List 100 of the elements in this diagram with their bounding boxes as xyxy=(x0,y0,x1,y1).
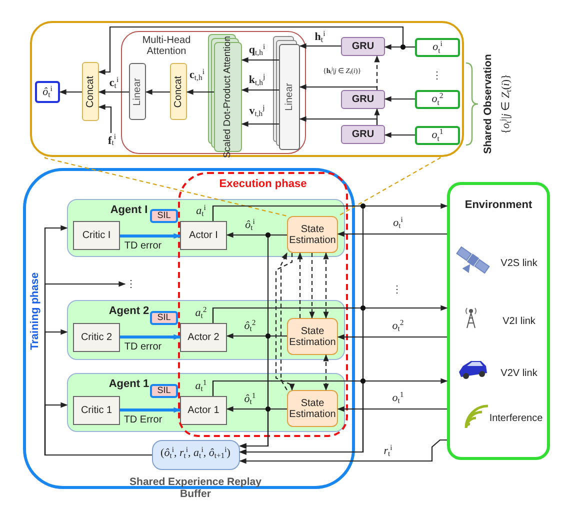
estimation-block xyxy=(287,390,338,427)
panel-title: Environment xyxy=(464,199,534,212)
region-title: Training phase xyxy=(29,271,42,352)
arrow xyxy=(299,43,341,49)
block-label: SIL xyxy=(157,313,171,323)
dashed-arrow xyxy=(275,253,295,391)
dashed-arrow xyxy=(374,55,380,90)
arrow xyxy=(98,26,415,75)
estimation-block xyxy=(287,216,338,253)
agent-panel xyxy=(67,199,345,257)
arrow xyxy=(374,108,380,125)
block-label: GRU xyxy=(352,41,374,52)
gru-block xyxy=(341,37,385,56)
arrow xyxy=(145,89,170,95)
dashed-arrow xyxy=(323,354,329,391)
gru-block xyxy=(341,125,385,144)
sil-tag xyxy=(150,209,178,223)
agent-panel xyxy=(67,373,345,432)
agent-title: Agent I xyxy=(109,204,149,216)
arrow xyxy=(120,334,181,340)
gru-block xyxy=(341,90,385,109)
block-label: SIL xyxy=(157,211,171,221)
block-label: State Estimation xyxy=(288,224,337,246)
arrow xyxy=(337,231,447,237)
block-label: State Estimation xyxy=(288,326,337,348)
observation-box xyxy=(415,126,460,145)
arrow xyxy=(186,89,214,95)
ellipsis: ⋮ xyxy=(432,70,442,82)
sil-tag xyxy=(150,311,178,325)
block-label: Critic 2 xyxy=(80,332,112,343)
arrow xyxy=(337,406,447,412)
arrow xyxy=(44,402,152,456)
observation-box xyxy=(415,38,460,57)
symbol-label: ⋮ xyxy=(125,274,137,294)
zoom-guide-line xyxy=(44,156,288,217)
block-label: GRU xyxy=(352,94,374,105)
block-label: SIL xyxy=(157,386,171,396)
region-title: Multi-Head Attention xyxy=(141,35,192,57)
estimation-block xyxy=(287,318,338,355)
block-label: Concat xyxy=(85,76,96,108)
block-label: State Estimation xyxy=(288,398,337,420)
zoom-guide-line xyxy=(338,156,441,216)
sil-tag xyxy=(150,384,178,398)
buffer-title: Shared Experience Replay Buffer xyxy=(128,477,262,500)
arrow xyxy=(239,439,447,464)
side-label: Shared Observation xyxy=(483,54,495,154)
ellipsis: ⋮ xyxy=(392,284,402,296)
arrow xyxy=(384,132,415,138)
block-label: GRU xyxy=(352,129,374,140)
link-label: Interference xyxy=(488,413,544,424)
arrow xyxy=(241,87,279,93)
arrow xyxy=(241,121,279,127)
agent-title: Agent 2 xyxy=(108,305,150,318)
block-label: Linear xyxy=(132,78,143,106)
edge-label: TD Error xyxy=(122,414,164,426)
network-block xyxy=(180,221,227,250)
block-label: Critic 1 xyxy=(80,405,112,416)
concat-block xyxy=(82,62,99,121)
network-block xyxy=(180,323,227,352)
observation-box xyxy=(415,90,460,109)
edge-label: TD error xyxy=(123,342,163,352)
block-label: Concat xyxy=(173,76,184,108)
block-label: Actor 1 xyxy=(188,405,220,416)
dashed-arrow xyxy=(309,253,315,319)
dashed-arrow xyxy=(297,252,303,318)
block-label: Critic I xyxy=(82,230,111,241)
arrow xyxy=(212,380,364,455)
agent-title: Agent 1 xyxy=(108,378,150,390)
arrow xyxy=(120,233,181,239)
environment-panel xyxy=(447,182,550,460)
arrow xyxy=(98,89,129,95)
arrow xyxy=(98,104,112,133)
arrow xyxy=(337,334,447,340)
block-label: Scaled Dot-Product Attention xyxy=(222,36,234,158)
dashed-arrow xyxy=(323,252,329,319)
network-block xyxy=(73,221,120,250)
buffer-content: (ô$_{t}$$^{i}$, r$_{t}$$^{i}$, a$_{t}$$^{i}$, ô$_{t+1}$$^{i}$) xyxy=(160,447,232,460)
edge-label: TD error xyxy=(123,240,163,252)
block-label: Actor I xyxy=(189,230,218,241)
concat-block xyxy=(170,63,187,120)
arrow xyxy=(299,84,378,90)
link-label: V2S link xyxy=(500,258,538,269)
network-block xyxy=(180,396,227,425)
block-label: Linear xyxy=(284,83,295,111)
arrow xyxy=(384,96,415,102)
output-box xyxy=(35,81,60,103)
network-block xyxy=(73,323,120,352)
linear-layer xyxy=(129,63,146,120)
link-label: V2I link xyxy=(502,316,536,327)
arrow xyxy=(120,407,181,413)
dashed-arrow xyxy=(280,252,288,390)
region-title: Execution phase xyxy=(219,178,307,190)
link-label: V2V link xyxy=(500,368,538,379)
arrow xyxy=(241,57,279,63)
arrow xyxy=(299,116,378,125)
arrow xyxy=(59,89,82,95)
zoom-inset-panel xyxy=(30,21,464,157)
block-label: Actor 2 xyxy=(188,332,220,343)
network-block xyxy=(73,396,120,425)
agent-panel xyxy=(67,300,345,360)
